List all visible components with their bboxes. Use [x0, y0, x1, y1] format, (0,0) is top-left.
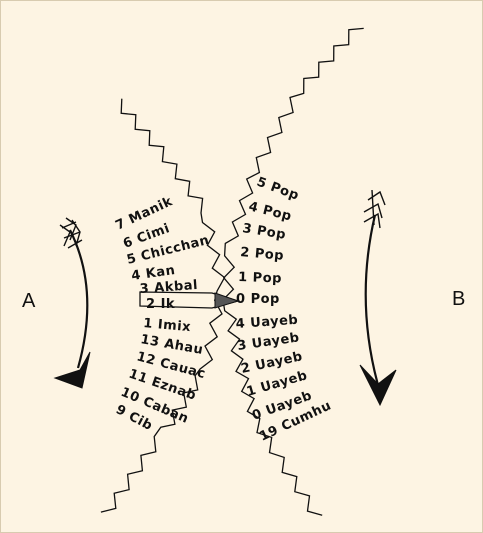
- left-wheel-day-label: 1 Imix: [143, 316, 192, 335]
- label-a: A: [22, 290, 36, 312]
- meshing-tooth: [214, 292, 240, 309]
- right-wheel-haab-label: 1 Pop: [238, 270, 282, 287]
- right-wheel-edge: [222, 27, 364, 516]
- right-wheel-haab-label: 4 Pop: [247, 199, 293, 224]
- arrow-b: [359, 189, 397, 407]
- left-wheel-day-label: 4 Kan: [130, 263, 176, 284]
- left-wheel-day-label: 3 Akbal: [139, 278, 198, 297]
- arrow-a: [53, 217, 91, 389]
- right-wheel-haab-label: 5 Pop: [255, 175, 301, 204]
- right-wheel-haab-label: 4 Uayeb: [235, 313, 299, 332]
- left-wheel-day-label: 2 Ik: [146, 297, 175, 312]
- right-wheel-haab-label: 0 Pop: [236, 292, 280, 307]
- label-b: B: [452, 288, 466, 310]
- right-wheel-haab-label: 2 Pop: [240, 245, 285, 264]
- right-wheel-haab-label: 3 Pop: [241, 221, 287, 243]
